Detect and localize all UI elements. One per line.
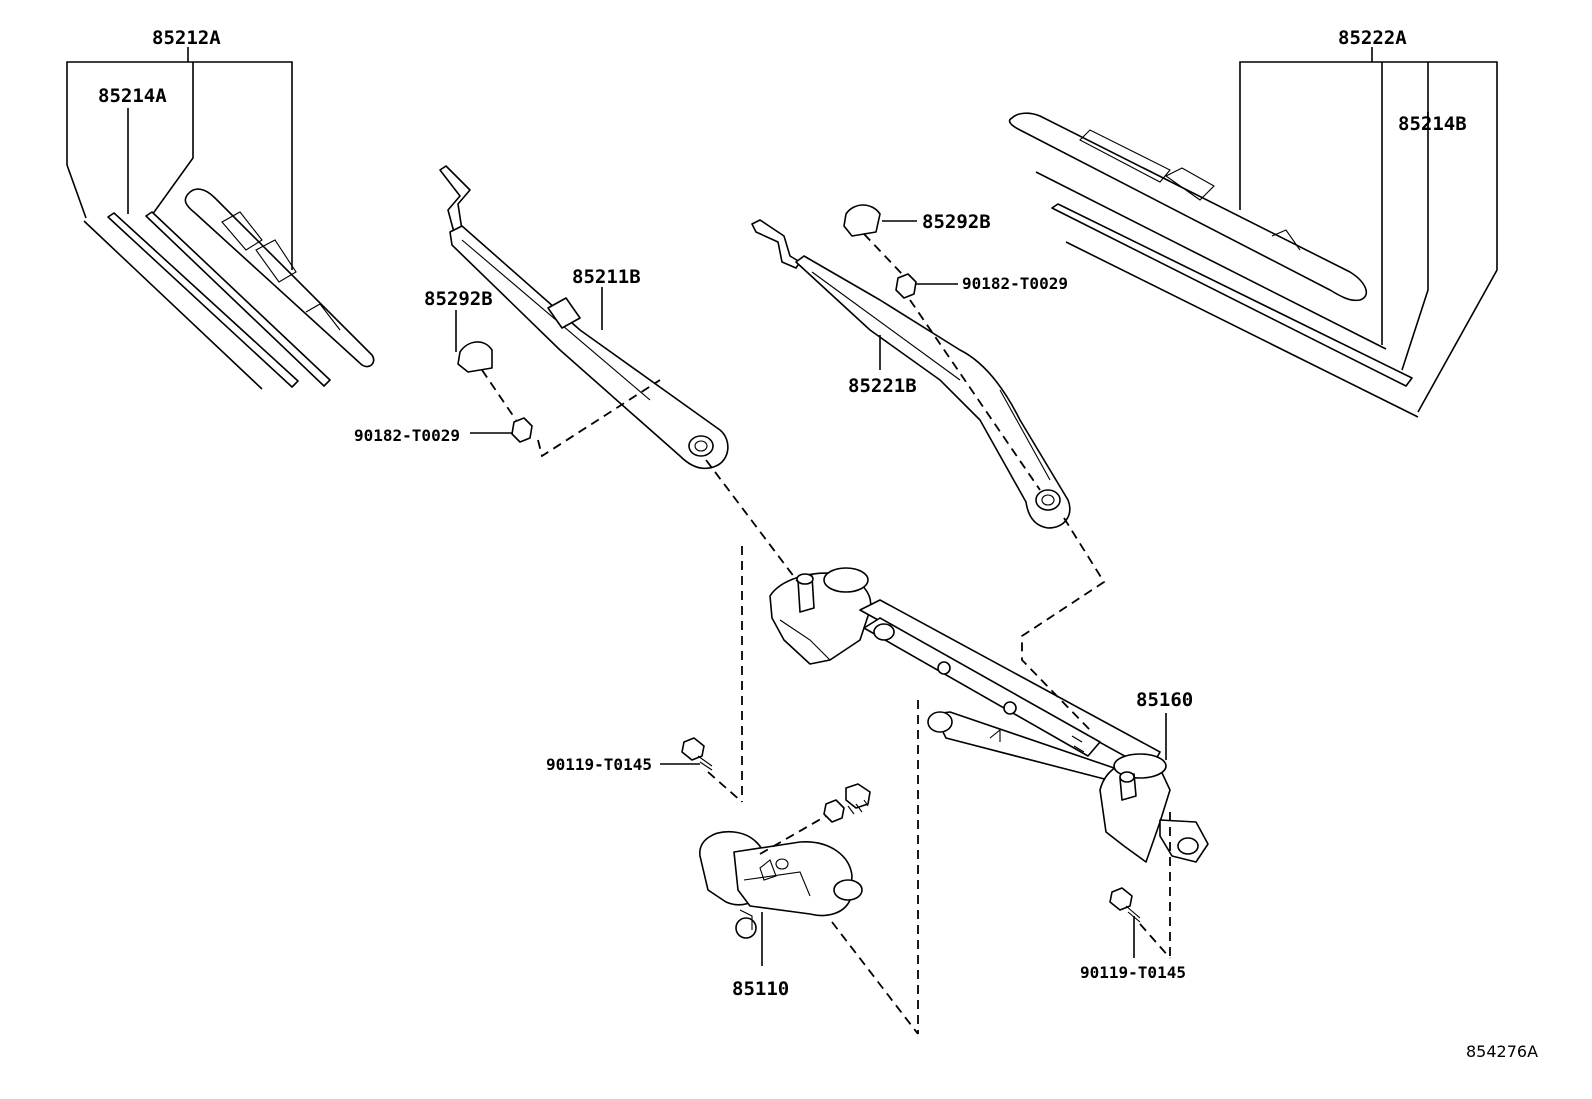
diagram-ref-code: 854276A <box>1466 1042 1538 1061</box>
left-arm-cap[interactable] <box>455 310 493 373</box>
label-85214A: 85214A <box>98 85 167 107</box>
linkage-bolt-right[interactable] <box>1109 887 1141 958</box>
label-85292B-left: 85292B <box>424 288 493 310</box>
label-85110: 85110 <box>732 978 789 1000</box>
left-wiper-arm[interactable] <box>439 165 729 470</box>
label-85212A: 85212A <box>152 27 221 49</box>
label-90119-left: 90119-T0145 <box>546 755 652 774</box>
right-blade-assembly[interactable] <box>1008 47 1498 418</box>
right-wiper-arm[interactable] <box>751 219 1071 529</box>
label-85160: 85160 <box>1136 689 1193 711</box>
linkage-bolt-left[interactable] <box>660 737 713 771</box>
label-90182-right: 90182-T0029 <box>962 274 1068 293</box>
label-85292B-right: 85292B <box>922 211 991 233</box>
assembly-lines <box>481 233 1171 1035</box>
label-85222A: 85222A <box>1338 27 1407 49</box>
label-85221B: 85221B <box>848 375 917 397</box>
label-85214B: 85214B <box>1398 113 1467 135</box>
wiper-motor[interactable] <box>699 831 863 966</box>
right-arm-cap[interactable] <box>843 204 917 237</box>
motor-bolt[interactable] <box>823 783 871 823</box>
right-arm-nut[interactable] <box>895 273 958 299</box>
wiper-linkage[interactable] <box>769 567 1209 863</box>
label-85211B: 85211B <box>572 266 641 288</box>
label-90119-right: 90119-T0145 <box>1080 963 1186 982</box>
left-blade-assembly[interactable] <box>66 47 375 390</box>
label-90182-left: 90182-T0029 <box>354 426 460 445</box>
left-arm-nut[interactable] <box>470 417 533 443</box>
